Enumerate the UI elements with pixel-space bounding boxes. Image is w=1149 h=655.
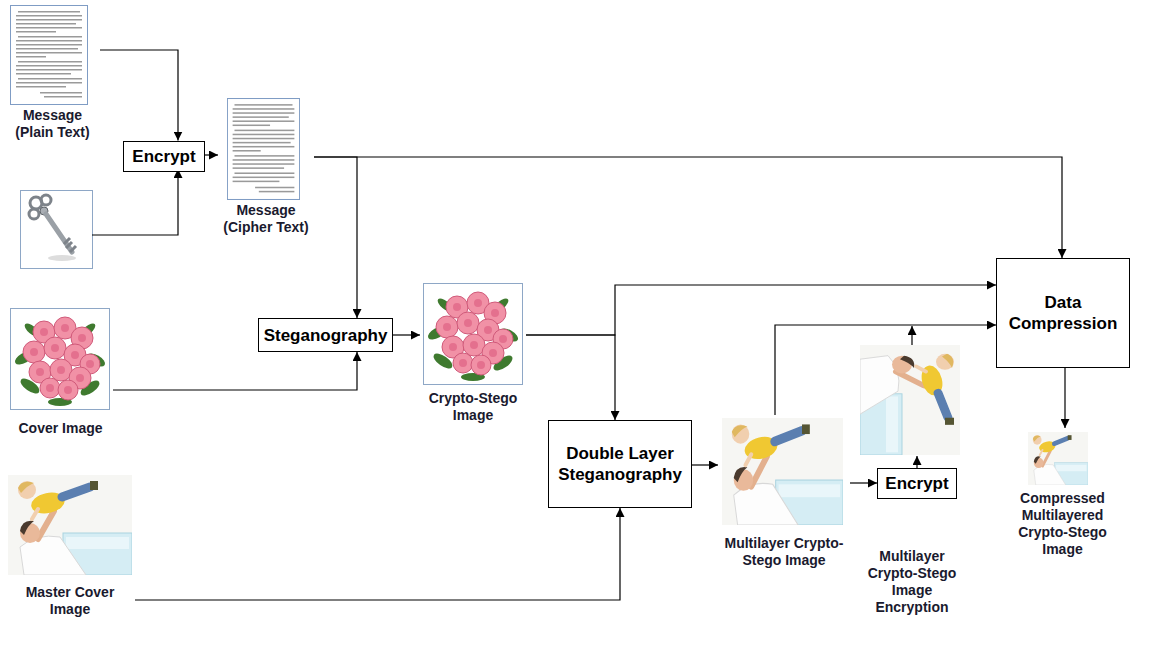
photo-picture	[8, 475, 132, 575]
illustration-part	[21, 191, 93, 269]
document-picture	[227, 99, 299, 200]
image-caption: Message (Cipher Text)	[218, 202, 314, 236]
key-wire	[92, 169, 178, 235]
image-node: Cover Image	[8, 305, 113, 441]
merge-wire	[911, 326, 912, 345]
box-label: Encrypt	[882, 473, 952, 494]
image-caption: Crypto-Stego Image	[420, 390, 526, 424]
image-node: Compressed Multilayered Crypto-Stego Ima…	[1010, 428, 1115, 583]
image-node: Multilayer Crypto-Stego Image	[718, 415, 850, 573]
flow-arrow	[314, 157, 1062, 258]
flow-arrow	[850, 482, 877, 483]
box-label: Encrypt	[128, 146, 200, 167]
flow-arrow	[526, 285, 996, 335]
box-label: Double Layer Steganography	[553, 443, 687, 485]
image-node: Message (Cipher Text)	[218, 95, 314, 240]
illustration-part	[64, 238, 76, 252]
key-picture	[21, 191, 93, 269]
box-label: Data Compression	[1001, 292, 1125, 334]
process-box: Encrypt	[877, 468, 957, 499]
rose-picture	[424, 284, 523, 385]
photo-picture	[860, 345, 960, 455]
flow-arrow	[393, 334, 420, 335]
flow-arrow	[135, 508, 620, 600]
flow-arrow	[1064, 368, 1065, 428]
illustration-part	[48, 255, 76, 261]
flow-arrow	[775, 325, 996, 415]
image-node: Crypto-Stego Image	[420, 280, 526, 428]
process-box: Encrypt	[123, 141, 205, 172]
image-caption: Compressed Multilayered Crypto-Stego Ima…	[1010, 490, 1115, 558]
wires	[92, 169, 917, 470]
image-caption: Message (Plain Text)	[5, 107, 100, 141]
illustration-part	[29, 209, 39, 219]
photo-picture	[722, 418, 843, 525]
process-box: Double Layer Steganography	[548, 420, 692, 508]
flow-arrow	[113, 352, 357, 390]
image-caption: Cover Image	[8, 420, 113, 437]
image-caption: Master Cover Image	[5, 584, 135, 618]
flow-arrow	[526, 335, 615, 420]
image-caption: Multilayer Crypto-Stego Image	[718, 535, 850, 569]
rose-picture	[11, 309, 110, 410]
flow-arrow	[205, 154, 218, 155]
image-node: Message (Plain Text)	[5, 3, 100, 145]
illustration-part	[41, 195, 51, 205]
flow-arrow	[314, 157, 357, 318]
photo-picture	[1028, 432, 1088, 485]
process-box: Steganography	[258, 318, 393, 352]
box-label: Steganography	[263, 325, 388, 346]
flow-arrow	[100, 50, 178, 141]
image-node: Master Cover Image	[5, 472, 135, 622]
process-box: Data Compression	[996, 258, 1130, 368]
rotated-photo	[860, 345, 960, 455]
caption-label: Multilayer Crypto-Stego Image Encryption	[858, 548, 966, 616]
flow-arrow	[692, 464, 718, 465]
document-picture	[11, 6, 88, 105]
